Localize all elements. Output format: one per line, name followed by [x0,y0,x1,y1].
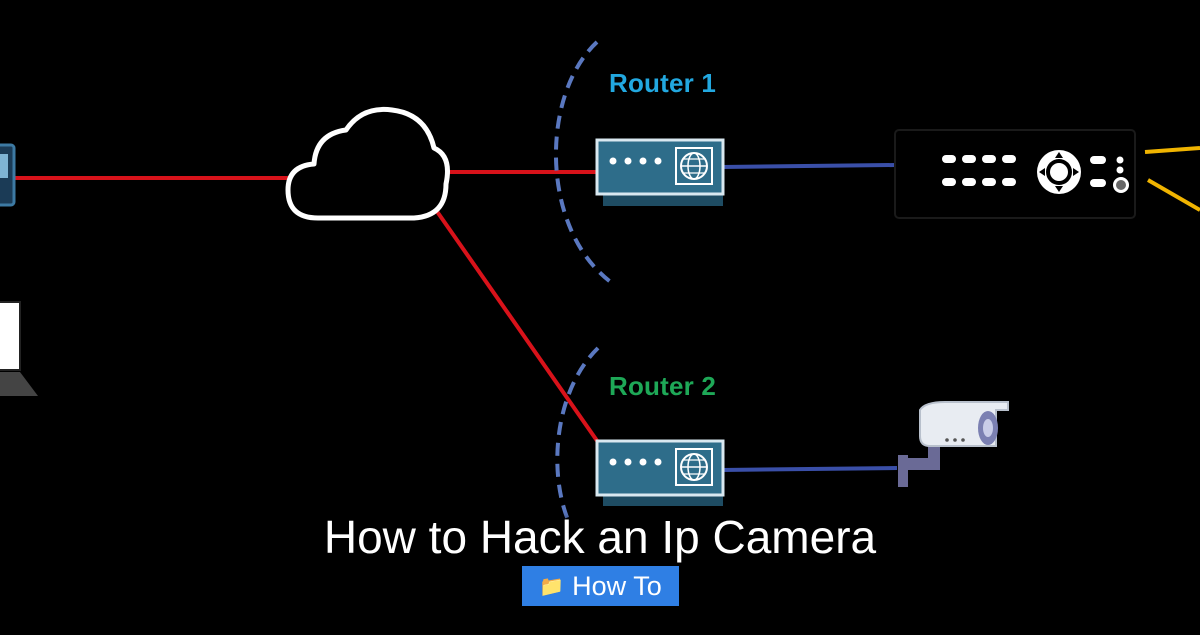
lan-link-router2-camera [721,466,898,472]
router1-wifi-arc [554,40,614,285]
wan-link-cloud-router2 [434,208,602,447]
ip-camera-icon [898,401,1009,487]
folder-icon: 📁 [539,574,565,598]
camera-cable [1147,178,1200,212]
camera-cable [1144,146,1200,154]
router2-label: Router 2 [609,371,717,401]
router2-wifi-arc [555,346,600,521]
cloud-icon [285,106,450,221]
laptop-icon [0,301,38,396]
router1-label: Router 1 [609,68,717,98]
router-icon [595,439,725,506]
category-badge-link[interactable]: 📁 How To [522,566,679,606]
globe-icon [675,147,713,185]
category-badge-label: How To [572,570,662,601]
lan-link-router1-nvr [721,163,896,169]
page-title: How to Hack an Ip Camera [323,511,877,563]
computer-icon [0,143,16,207]
globe-icon [675,448,713,486]
nvr-icon [894,129,1136,219]
router-icon [595,138,725,206]
